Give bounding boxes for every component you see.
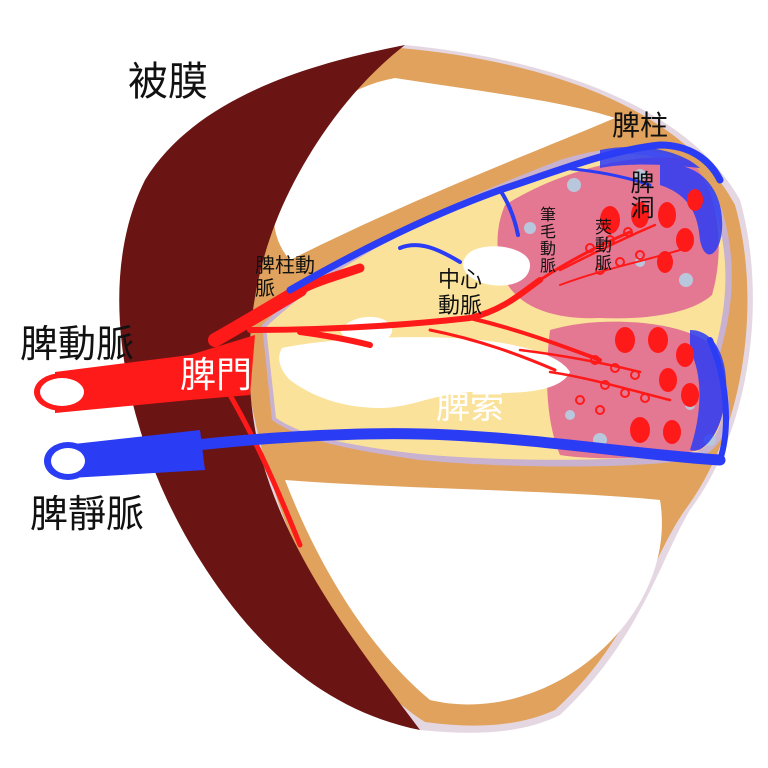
label-trabecula: 脾柱 [612,109,669,142]
label-hilum: 脾門 [180,355,253,396]
lower-white-space [285,480,662,705]
splenic-artery-vessel [34,335,255,413]
terminal-arteries-lower [615,327,699,444]
white-pulp-islands [279,246,570,408]
red-pulp-upper [497,157,719,319]
label-splenic-sinus: 脾洞 [626,170,654,220]
label-central-artery: 中心動脈 [438,268,483,320]
artery-branches [208,223,681,548]
sinus-spots [524,169,716,447]
terminal-arteries-upper [600,189,703,273]
label-splenic-cord: 脾索 [436,387,504,427]
label-splenic-artery: 脾動脈 [20,322,135,366]
label-trabecular-artery: 脾柱動脈 [255,253,315,300]
label-capsule: 被膜 [128,59,208,105]
label-sheathed-artery: 莢動脈 [591,218,611,272]
label-penicillar-artery: 筆毛動脈 [537,206,556,274]
penicillar-knots [575,227,650,415]
label-splenic-vein: 脾靜脈 [30,492,145,536]
upper-white-space [273,78,615,260]
capsule-band [119,45,421,730]
splenic-vein-vessel [44,430,205,480]
